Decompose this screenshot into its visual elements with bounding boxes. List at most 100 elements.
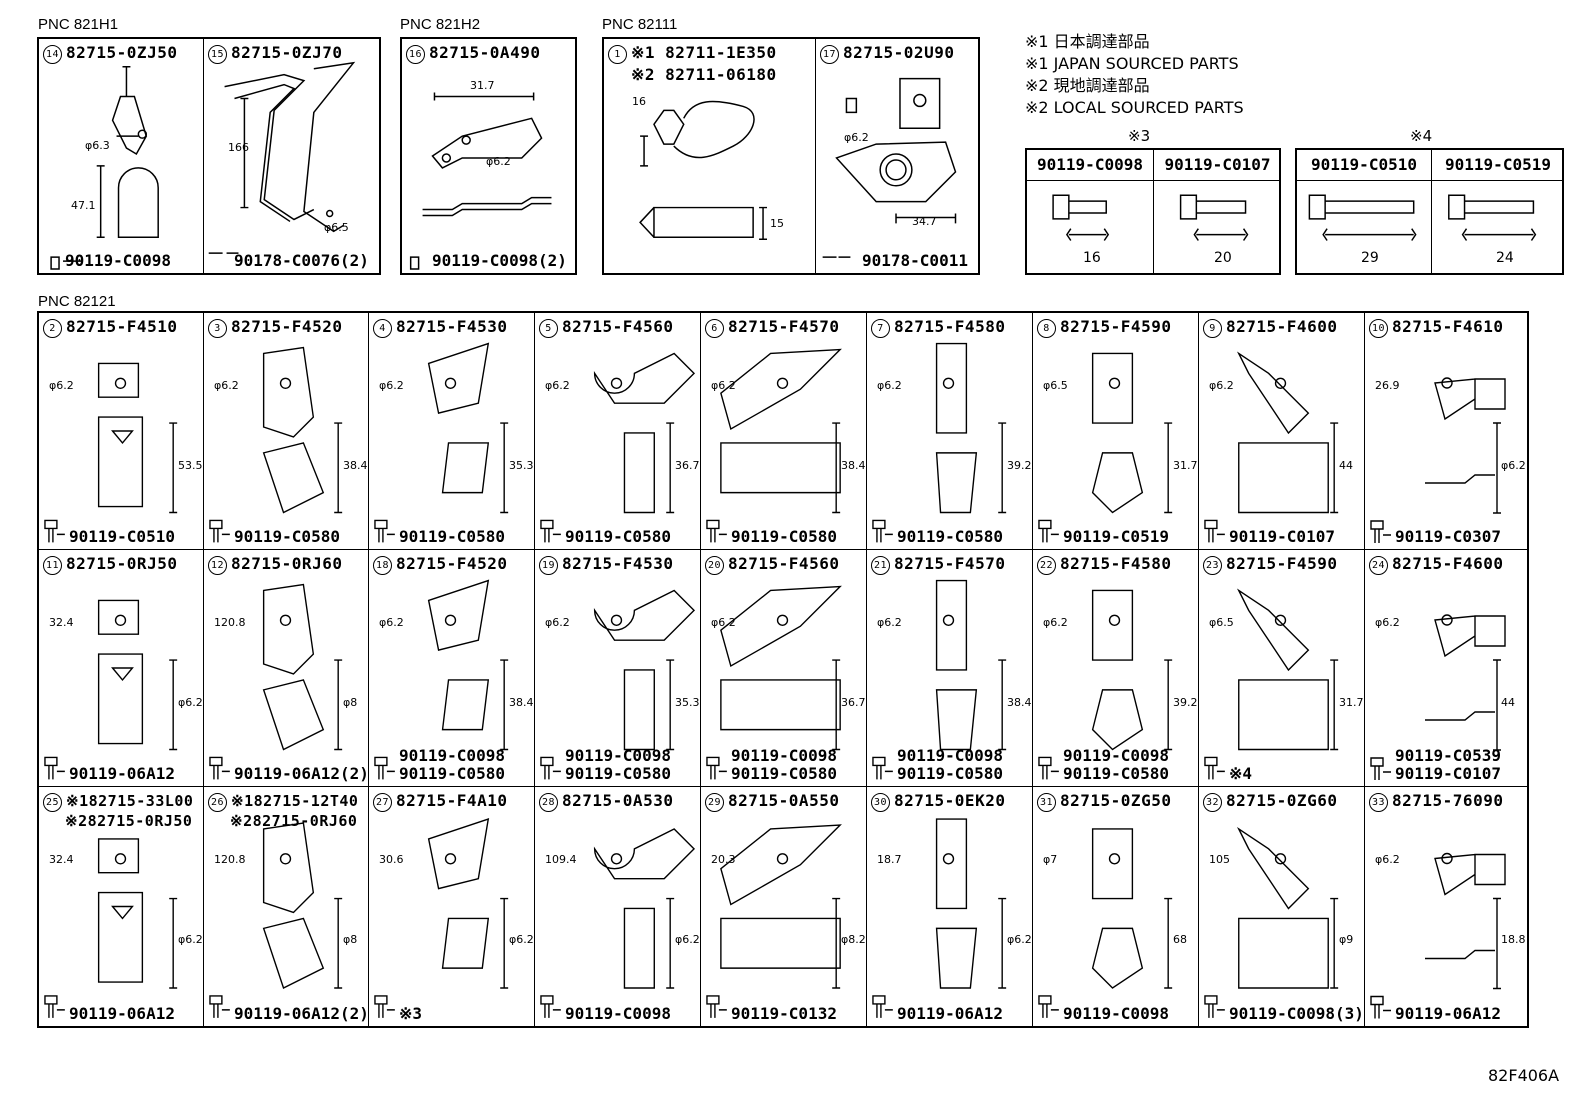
fastener-part-number: 90119-C0580 [897, 527, 1003, 546]
bolt-cell[interactable]: 90119-C0107 20 [1154, 150, 1281, 273]
dimension-line [1164, 659, 1173, 751]
bracket-drawing [374, 342, 509, 543]
dimension-label: φ6.2 [1209, 379, 1234, 392]
bracket-drawing [706, 348, 842, 543]
dimension-line [832, 897, 841, 989]
part-number: 82715-F4590 [1060, 317, 1172, 336]
bolt-cell[interactable]: 90119-C0098 16 [1027, 150, 1154, 273]
callout-number: 9 [1203, 319, 1222, 338]
bracket-outline [262, 583, 325, 751]
dimension-label: φ6.2 [49, 379, 74, 392]
part-number: 82715-F4570 [894, 554, 1006, 573]
bolt-icon [209, 756, 230, 780]
bolt-icon [1370, 757, 1391, 780]
fastener-part-number: 90119-06A12 [1395, 1004, 1501, 1023]
bolt-icon [1038, 519, 1059, 543]
mounting-hole [1108, 853, 1121, 865]
bracket-outline [1091, 352, 1144, 514]
bracket-drawing [540, 352, 696, 543]
fastener-part-number: 90119-06A12(2) [234, 764, 369, 783]
bracket-drawing [374, 818, 509, 1018]
dimension-label: 35.3 [675, 696, 700, 709]
callout-number: 29 [705, 793, 724, 812]
dimension-label: φ6.2 [1043, 616, 1068, 629]
dimension-label: φ6.2 [877, 379, 902, 392]
dimension-label: φ6.5 [1209, 616, 1234, 629]
mounting-hole [1274, 377, 1287, 389]
fastener-part-number: 90119-C0580 [399, 764, 505, 783]
dimension-line [334, 897, 343, 989]
fastener-part-number: 90119-C0098 [1063, 746, 1169, 765]
dimension-label: 38.4 [343, 459, 368, 472]
bracket-drawing [208, 61, 356, 254]
dimension-label: 32.4 [49, 616, 74, 629]
mounting-hole [114, 614, 127, 626]
callout-number: 5 [539, 319, 558, 338]
callout-number: 7 [871, 319, 890, 338]
bracket-outline [1236, 588, 1329, 751]
bolt-cell[interactable]: 90119-C0510 29 [1297, 150, 1432, 273]
mounting-hole [1108, 377, 1121, 389]
part-number: 82715-0RJ60 [231, 554, 343, 573]
part-number: ※282715-0RJ60 [230, 812, 358, 830]
bracket-outline [1236, 351, 1329, 514]
part-number: 82715-F4590 [1226, 554, 1338, 573]
dimension-label: φ8 [343, 696, 358, 709]
bracket-drawing [374, 579, 509, 780]
callout-number: 25 [43, 793, 62, 812]
dimension-label: φ6.2 [1501, 459, 1526, 472]
part-number: 82715-F4560 [562, 317, 674, 336]
part-number: ※182715-33L00 [66, 792, 194, 810]
bracket-outline [1236, 826, 1329, 989]
callout-number: 6 [705, 319, 724, 338]
dimension-label: φ6.5 [1043, 379, 1068, 392]
callout-number: 2 [43, 319, 62, 338]
bracket-outline [97, 362, 144, 508]
bolt-icon [1038, 756, 1059, 780]
mounting-hole [610, 614, 623, 626]
pnc-label-821h2: PNC 821H2 [400, 16, 481, 33]
bracket-outline [593, 352, 696, 514]
bolt-cell[interactable]: 90119-C0519 24 [1432, 150, 1564, 273]
dimension-label: φ6.2 [711, 379, 736, 392]
dimension-label: φ6.2 [877, 616, 902, 629]
part-number: 82715-F4560 [728, 554, 840, 573]
bracket-outline [593, 828, 696, 989]
sourcing-legend: ※1 日本調達部品 ※1 JAPAN SOURCED PARTS ※2 現地調達… [1025, 32, 1244, 117]
bolt-icon [706, 519, 727, 543]
part-cell-1[interactable]: 1※1 82711-1E350 ※2 82711-06180 16 15 [604, 39, 816, 273]
